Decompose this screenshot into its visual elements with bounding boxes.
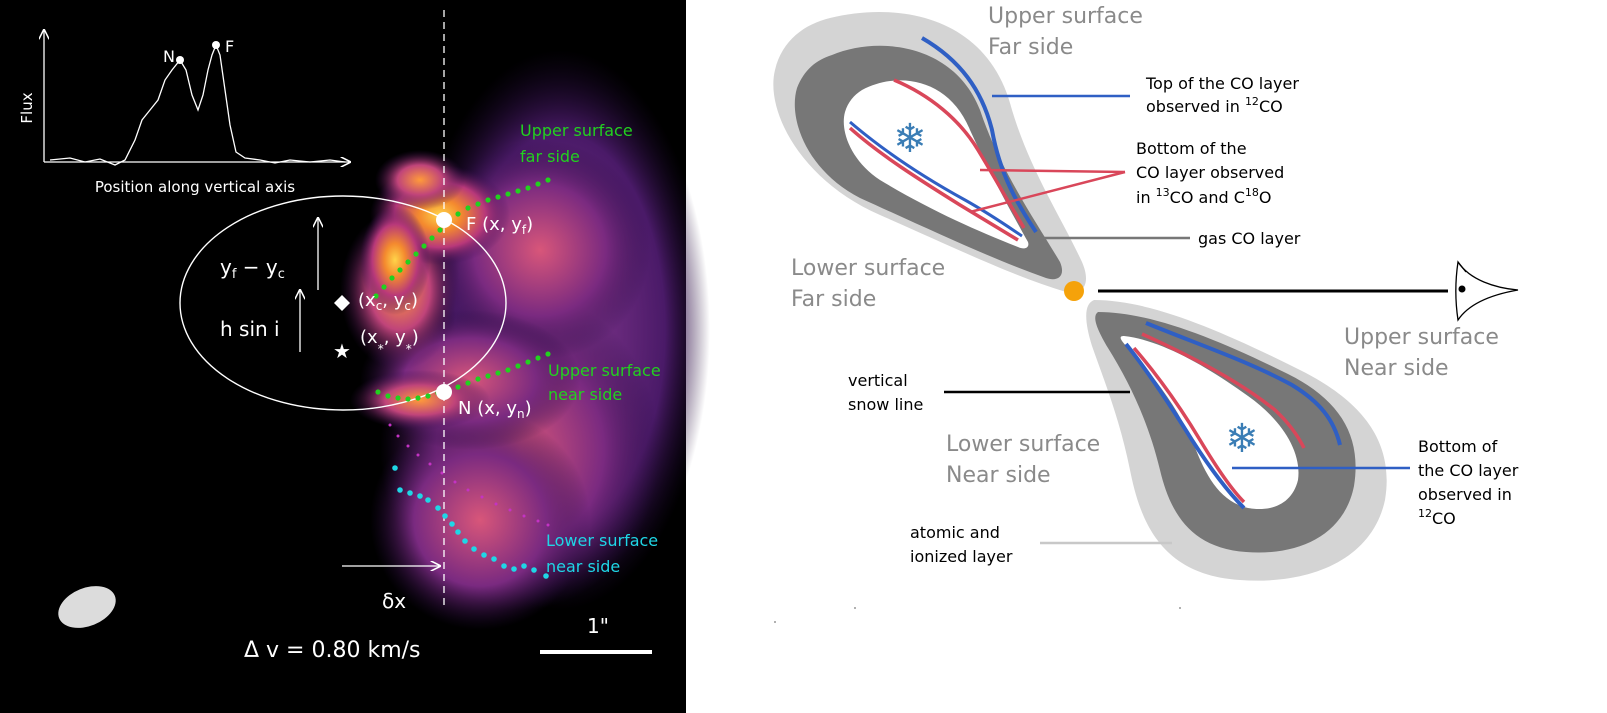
- top-co-label-2: observed in 12CO: [1146, 95, 1283, 116]
- left-upper-far-label-2: far side: [520, 147, 580, 166]
- peak-near-label: N: [163, 47, 175, 66]
- lower-frozen-midplane: [1120, 336, 1299, 510]
- lower-co13-line-1: [1141, 332, 1306, 449]
- bottom-13co-label-2: CO layer observed: [1136, 163, 1284, 182]
- right-panel: ❄ ❄ Upper surface Far side Lower: [773, 4, 1519, 623]
- flux-x-label: Position along vertical axis: [95, 178, 295, 196]
- lower-co12-top-line: [1145, 321, 1342, 446]
- stray-dot: [854, 607, 856, 609]
- bottom-12co-label-2: the CO layer: [1418, 461, 1519, 480]
- upper-snowflake-icon: ❄: [893, 116, 927, 162]
- right-upper-near-label-2: Near side: [1344, 356, 1449, 381]
- scale-bar-label: 1": [587, 614, 609, 638]
- top-co-label-1: Top of the CO layer: [1145, 74, 1299, 93]
- snow-line-label-1: vertical: [848, 371, 908, 390]
- yf-minus-yc-label: yf − yc: [220, 255, 285, 282]
- point-n-label: N (x, yn): [458, 398, 532, 421]
- emission-map: [340, 50, 710, 630]
- left-panel: N F Flux Position along vertical axis: [0, 0, 710, 713]
- star-coords-label: (x*, y*): [360, 327, 419, 356]
- left-lower-near-label-1: Lower surface: [546, 531, 658, 550]
- left-lower-near-label-2: near side: [546, 557, 620, 576]
- upper-co12-bottom-line: [849, 120, 1023, 238]
- stray-dot: [1179, 607, 1181, 609]
- h-sin-i-label: h sin i: [220, 317, 280, 341]
- atomic-label-1: atomic and: [910, 523, 1000, 542]
- observer-eye-icon: [1455, 260, 1519, 322]
- flux-profile-curve: [49, 43, 346, 166]
- bottom-13co-callout-line-1: [979, 168, 1126, 174]
- left-upper-near-label-2: near side: [548, 385, 622, 404]
- snow-line-label-2: snow line: [848, 395, 923, 414]
- bottom-13co-label-3: in 13CO and C18O: [1136, 186, 1271, 207]
- right-lower-near-label-2: Near side: [946, 463, 1051, 488]
- bottom-12co-label-4: 12CO: [1418, 507, 1456, 528]
- peak-near-marker: [176, 56, 184, 64]
- velocity-channel-label: Δ v = 0.80 km/s: [244, 638, 421, 663]
- right-lower-far-label-1: Lower surface: [791, 256, 945, 281]
- lower-near-dots: [392, 465, 549, 579]
- flux-inset: N F Flux Position along vertical axis: [18, 30, 350, 196]
- magenta-dots: [388, 423, 550, 527]
- atomic-label-2: ionized layer: [910, 547, 1013, 566]
- bottom-12co-label-1: Bottom of: [1418, 437, 1498, 456]
- right-upper-near-label-1: Upper surface: [1344, 325, 1499, 350]
- flux-y-label: Flux: [18, 92, 36, 123]
- point-f-marker: [436, 212, 452, 228]
- peak-far-label: F: [225, 37, 234, 56]
- lower-snowflake-icon: ❄: [1225, 416, 1259, 462]
- stray-dot: [774, 621, 776, 623]
- beam-ellipse: [58, 586, 116, 628]
- left-upper-near-label-1: Upper surface: [548, 361, 661, 380]
- lower-flare: ❄: [1086, 300, 1387, 581]
- upper-co12-top-line: [920, 36, 1038, 234]
- lower-co12-bottom-line: [1124, 342, 1246, 510]
- upper-far-dots: [373, 177, 551, 299]
- upper-co13-line-2: [848, 126, 1019, 242]
- left-upper-far-label-1: Upper surface: [520, 121, 633, 140]
- center-coords-label: (xc, yc): [358, 290, 418, 313]
- lower-co13-line-2: [1132, 346, 1246, 504]
- gas-co-layer-label: gas CO layer: [1198, 229, 1301, 248]
- bottom-12co-label-3: observed in: [1418, 485, 1512, 504]
- right-lower-near-label-1: Lower surface: [946, 432, 1100, 457]
- central-star: [1064, 281, 1084, 301]
- upper-co13-line-1: [893, 78, 1026, 229]
- point-n-marker: [436, 384, 452, 400]
- star-marker: ★: [333, 339, 351, 363]
- bottom-13co-callout-line-2: [969, 170, 1126, 214]
- right-upper-far-label-1: Upper surface: [988, 4, 1143, 29]
- point-f-label: F (x, yf): [466, 214, 533, 237]
- peak-far-marker: [212, 41, 220, 49]
- delta-x-label: δx: [382, 589, 406, 613]
- right-upper-far-label-2: Far side: [988, 35, 1073, 60]
- upper-frozen-midplane: [843, 80, 1029, 249]
- orbit-ellipse: [179, 195, 507, 411]
- right-lower-far-label-2: Far side: [791, 287, 876, 312]
- center-diamond-marker: [334, 295, 350, 311]
- upper-flare: ❄: [773, 11, 1087, 293]
- bottom-13co-label-1: Bottom of the: [1136, 139, 1247, 158]
